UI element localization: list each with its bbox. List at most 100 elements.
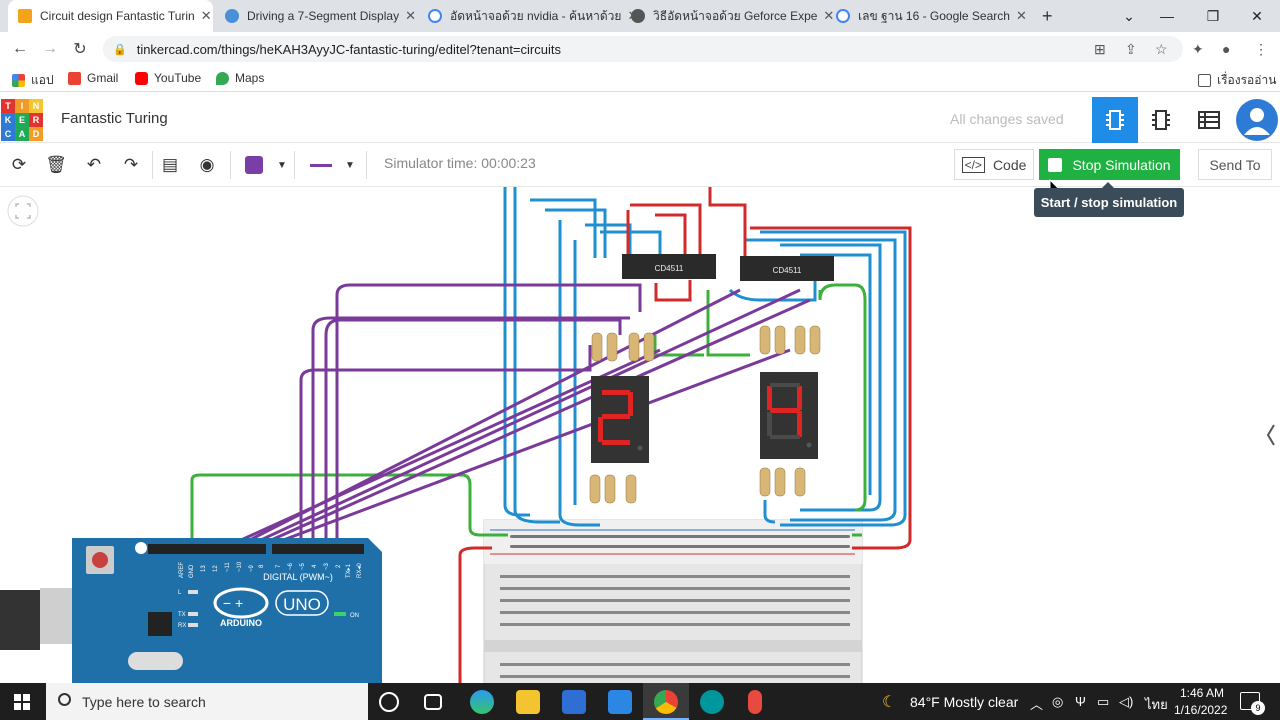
task-view-icon[interactable]	[424, 694, 442, 710]
arduino-uno-board[interactable]: − + UNO ARDUINO DIGITAL (PWM~) L TX RX O…	[0, 538, 382, 683]
circuit-canvas[interactable]: CD4511 CD4511 − + UNO ARDUINO DIGITAL (P…	[0, 178, 1280, 691]
bookmarks-bar: แอป Gmail YouTube Maps เรื่องรออ่าน	[0, 66, 1280, 92]
pin-label: RX◂0	[357, 563, 363, 578]
tab-title: อัดหน้าจอด้วย nvidia - ค้นหาด้วย	[450, 8, 622, 23]
arduino-model-label: UNO	[283, 595, 321, 614]
file-explorer-icon[interactable]	[516, 690, 540, 714]
notes-icon[interactable]: ▤	[161, 155, 179, 174]
cd4511-chip[interactable]: CD4511	[740, 256, 834, 281]
reload-icon[interactable]: ↻	[73, 41, 87, 58]
close-tab-icon[interactable]: ✕	[1015, 8, 1027, 23]
circuit-view-button[interactable]	[1092, 97, 1138, 143]
color-picker-button[interactable]	[242, 153, 266, 177]
user-avatar[interactable]	[1236, 99, 1278, 141]
network-icon[interactable]: ▭	[1097, 694, 1110, 709]
led-label: TX	[178, 612, 186, 618]
volume-icon[interactable]: ◁)	[1119, 694, 1134, 709]
pin-label: ~11	[225, 562, 231, 572]
schematic-view-button[interactable]	[1138, 97, 1184, 143]
bookmark-maps[interactable]: Maps	[216, 71, 264, 85]
back-arrow-icon[interactable]: ←	[12, 40, 28, 57]
windows-start-icon[interactable]	[14, 694, 30, 710]
redo-icon[interactable]: ↷	[123, 155, 139, 174]
pin-label: 8	[259, 564, 265, 568]
clock-time[interactable]: 1:46 AM	[1180, 686, 1225, 700]
wire-type-button[interactable]	[306, 153, 336, 177]
tab-title: เลข ฐาน 16 - Google Search	[858, 8, 1010, 23]
pin-label: ~3	[324, 562, 330, 570]
new-tab-button[interactable]: +	[1042, 5, 1053, 26]
send-to-button[interactable]: Send To	[1198, 149, 1272, 180]
cortana-icon[interactable]	[379, 692, 399, 712]
notification-button[interactable]: 9	[1240, 692, 1265, 715]
toolbar-divider	[294, 151, 295, 179]
cd4511-chip[interactable]: CD4511	[622, 254, 716, 279]
arduino-ide-icon[interactable]	[700, 690, 724, 714]
undo-icon[interactable]: ↶	[86, 155, 102, 174]
edge-icon[interactable]	[470, 690, 494, 714]
code-label: Code	[992, 156, 1027, 173]
visibility-eye-icon[interactable]: ◉	[199, 155, 215, 174]
clock-date[interactable]: 1/16/2022	[1174, 703, 1228, 717]
browser-tab[interactable]: อัดหน้าจอด้วย nvidia - ค้นหาด้วย ✕	[418, 0, 638, 32]
url-field[interactable]: 🔒 tinkercad.com/things/heKAH3AyyJC-fanta…	[103, 36, 1183, 62]
share-icon[interactable]: ⇪	[1125, 41, 1137, 57]
reading-list[interactable]: เรื่องรออ่าน	[1198, 71, 1276, 90]
project-title[interactable]: Fantastic Turing	[61, 110, 168, 127]
code-icon: </>	[961, 156, 985, 173]
mail-icon[interactable]	[608, 690, 632, 714]
tray-chevron-icon[interactable]: ︿	[1030, 697, 1044, 712]
delete-trash-icon[interactable]: 🗑	[45, 155, 67, 174]
seven-segment-display[interactable]	[760, 372, 818, 459]
chrome-icon[interactable]	[654, 690, 678, 714]
rotate-icon[interactable]: ⟳	[11, 155, 27, 174]
forward-arrow-icon[interactable]: →	[42, 40, 58, 57]
browser-tab[interactable]: เลข ฐาน 16 - Google Search ✕	[826, 0, 1027, 32]
seven-segment-display[interactable]	[591, 376, 649, 463]
profile-icon[interactable]: ●	[1222, 41, 1231, 57]
save-status: All changes saved	[950, 111, 1064, 127]
fit-view-icon[interactable]	[7, 195, 39, 227]
language-indicator[interactable]: ไทย	[1145, 697, 1168, 712]
close-tab-icon[interactable]: ✕	[405, 8, 416, 23]
bookmark-youtube[interactable]: YouTube	[135, 71, 201, 85]
meet-now-icon[interactable]: ◎	[1052, 694, 1064, 709]
translate-icon[interactable]: ⊞	[1094, 41, 1106, 57]
bookmark-label: YouTube	[154, 71, 202, 85]
tab-search-chevron-icon[interactable]: ⌄	[1123, 7, 1135, 24]
breadboard[interactable]	[483, 519, 863, 691]
menu-dots-icon[interactable]: ⋮	[1254, 41, 1268, 57]
resistors[interactable]	[589, 325, 821, 504]
bookmark-star-icon[interactable]: ☆	[1155, 41, 1168, 57]
code-button[interactable]: </> Code	[954, 149, 1034, 180]
wire-dropdown-chevron-icon[interactable]: ▼	[345, 159, 355, 171]
color-dropdown-chevron-icon[interactable]: ▼	[277, 159, 287, 171]
tab-title: Circuit design Fantastic Turin	[40, 9, 195, 23]
usb-icon[interactable]: Ψ	[1075, 694, 1086, 709]
tinkercad-logo[interactable]: T I N K E R C A D	[1, 99, 43, 141]
bookmark-label: Maps	[235, 71, 265, 85]
close-tab-icon[interactable]: ✕	[823, 8, 835, 23]
component-list-button[interactable]	[1186, 97, 1232, 143]
stop-simulation-button[interactable]: Stop Simulation	[1039, 149, 1180, 180]
weather-text[interactable]: 84°F Mostly clear	[910, 694, 1019, 710]
collapse-panel-chevron-icon[interactable]	[1266, 424, 1275, 446]
apps-grid-icon	[12, 74, 25, 87]
restore-icon[interactable]: ❐	[1206, 7, 1220, 24]
minimize-icon[interactable]: —	[1160, 8, 1174, 24]
microphone-icon[interactable]	[748, 690, 762, 714]
logo-letter: N	[29, 99, 43, 113]
browser-tab[interactable]: วิธีอัดหน้าจอด้วย Geforce Expe ✕	[621, 0, 834, 32]
close-window-icon[interactable]: ✕	[1251, 7, 1263, 24]
taskbar-search-box[interactable]: Type here to search	[46, 683, 368, 720]
bookmark-gmail[interactable]: Gmail	[68, 71, 118, 85]
editor-toolbar: ⟳ 🗑 ↶ ↷ ▤ ◉ ▼ ▼ Simulator time: 00:00:23…	[0, 143, 1280, 187]
store-icon[interactable]	[562, 690, 586, 714]
close-tab-icon[interactable]: ✕	[200, 8, 212, 23]
browser-tab[interactable]: Circuit design Fantastic Turin ✕	[8, 0, 213, 32]
url-text: tinkercad.com/things/heKAH3AyyJC-fantast…	[136, 41, 561, 57]
bookmark-apps[interactable]: แอป	[12, 71, 54, 90]
extensions-puzzle-icon[interactable]: ✦	[1192, 41, 1204, 57]
browser-tab[interactable]: Driving a 7-Segment Display ✕	[215, 0, 416, 32]
wires[interactable]	[190, 187, 912, 683]
